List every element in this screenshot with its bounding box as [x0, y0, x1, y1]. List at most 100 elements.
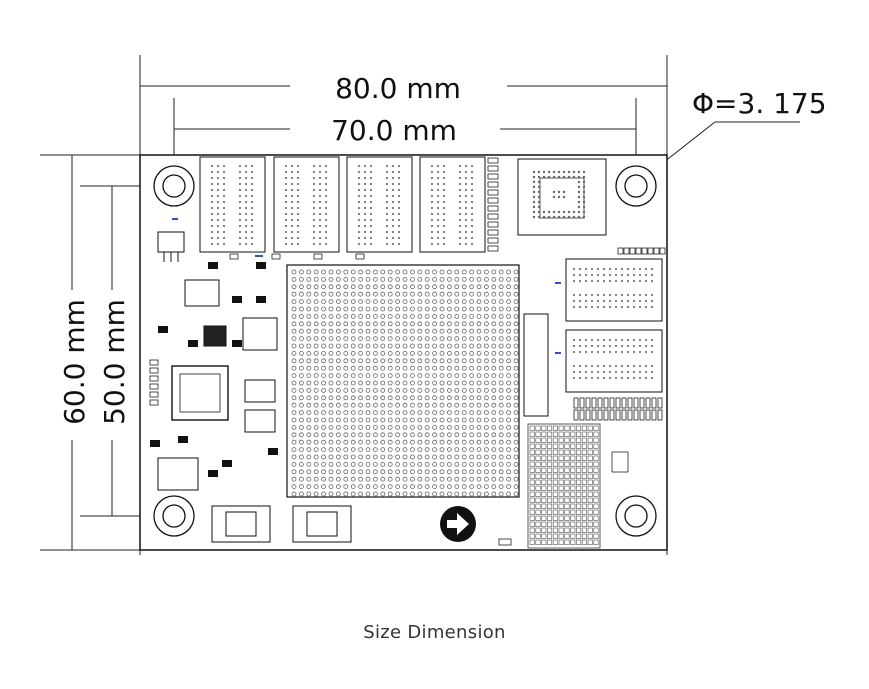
- fpga-pad: [321, 491, 327, 497]
- chip-pad: [650, 338, 654, 342]
- fpga-pad: [461, 373, 467, 379]
- fpga-pad: [291, 380, 297, 386]
- fpga-pad: [372, 395, 378, 401]
- chip-pad: [620, 273, 624, 277]
- fpga-pad: [343, 432, 349, 438]
- bga-pad: [537, 190, 541, 194]
- passive: [487, 157, 499, 164]
- chip-pad: [596, 299, 600, 303]
- fpga-pad: [491, 269, 497, 275]
- chip-pad: [608, 293, 612, 297]
- chip-pad: [650, 350, 654, 354]
- connector-cell: [552, 467, 558, 473]
- fpga-pad: [498, 306, 504, 312]
- fpga-pad: [365, 343, 371, 349]
- connector-cell: [547, 497, 553, 503]
- fpga-pad: [306, 358, 312, 364]
- fpga-pad: [498, 299, 504, 305]
- fpga-pad: [321, 461, 327, 467]
- connector-cell: [576, 461, 582, 467]
- connector-cell: [541, 431, 547, 437]
- fpga-pad: [343, 491, 349, 497]
- fpga-pad: [387, 380, 393, 386]
- pad: [158, 326, 168, 333]
- fpga-pad: [417, 476, 423, 482]
- fpga-pad: [424, 417, 430, 423]
- fpga-pad: [328, 336, 334, 342]
- fpga-pad: [387, 336, 393, 342]
- fpga-pad: [372, 424, 378, 430]
- chip-pad: [644, 338, 648, 342]
- connector-cell: [541, 443, 547, 449]
- fpga-pad: [446, 424, 452, 430]
- fpga-pad: [343, 336, 349, 342]
- connector-cell: [558, 467, 564, 473]
- chip-pad: [296, 182, 300, 186]
- passive: [659, 247, 666, 255]
- chip-pad: [324, 206, 328, 210]
- fpga-pad: [298, 484, 304, 490]
- fpga-pad: [291, 291, 297, 297]
- fpga-pad: [506, 358, 512, 364]
- chip-pad: [238, 194, 242, 198]
- fpga-pad: [409, 343, 415, 349]
- chip-pad: [290, 236, 294, 240]
- chip-pad: [357, 242, 361, 246]
- fpga-pad: [483, 439, 489, 445]
- chip-pad: [442, 182, 446, 186]
- figure-caption: Size Dimension: [363, 622, 506, 643]
- fpga-pad: [306, 484, 312, 490]
- fpga-pad: [476, 461, 482, 467]
- fpga-pad: [335, 417, 341, 423]
- connector-cell: [529, 467, 535, 473]
- connector-cell: [581, 503, 587, 509]
- fpga-pad: [380, 350, 386, 356]
- bga-pad: [572, 215, 576, 219]
- fpga-pad: [306, 306, 312, 312]
- fpga-pad: [491, 469, 497, 475]
- fpga-pad: [469, 269, 475, 275]
- fpga-pad: [417, 410, 423, 416]
- fpga-pad: [454, 439, 460, 445]
- chip-pad: [632, 376, 636, 380]
- chip-pad: [430, 194, 434, 198]
- fpga-pad: [483, 321, 489, 327]
- fpga-pad: [439, 476, 445, 482]
- chip-pad: [464, 224, 468, 228]
- fpga-pad: [291, 454, 297, 460]
- chip-pad: [250, 230, 254, 234]
- chip-pad: [632, 273, 636, 277]
- connector-cell: [552, 533, 558, 539]
- fpga-pad: [454, 484, 460, 490]
- bga-pad: [562, 195, 566, 199]
- connector-cell: [547, 437, 553, 443]
- connector-cell: [570, 533, 576, 539]
- chip-pad: [430, 176, 434, 180]
- chip-pad: [244, 182, 248, 186]
- fpga-pad: [387, 358, 393, 364]
- connector-cell: [593, 431, 599, 437]
- chip-pad: [458, 164, 462, 168]
- chip-pad: [442, 176, 446, 180]
- chip-pad: [464, 200, 468, 204]
- fpga-pad: [343, 417, 349, 423]
- connector-cell: [593, 503, 599, 509]
- fpga-pad: [498, 373, 504, 379]
- fpga-pad: [380, 410, 386, 416]
- fpga-pad: [424, 476, 430, 482]
- chip-pad: [602, 344, 606, 348]
- fpga-pad: [417, 380, 423, 386]
- fpga-pad: [513, 387, 519, 393]
- fpga-pad: [298, 350, 304, 356]
- chip-pad: [458, 206, 462, 210]
- chip-pad: [470, 170, 474, 174]
- connector-cell: [570, 449, 576, 455]
- fpga-pad: [491, 417, 497, 423]
- connector-cell: [541, 491, 547, 497]
- bga-pad: [582, 180, 586, 184]
- fpga-pad: [461, 380, 467, 386]
- fpga-pad: [513, 269, 519, 275]
- fpga-pad: [469, 469, 475, 475]
- pad: [232, 296, 242, 303]
- chip-pad: [602, 370, 606, 374]
